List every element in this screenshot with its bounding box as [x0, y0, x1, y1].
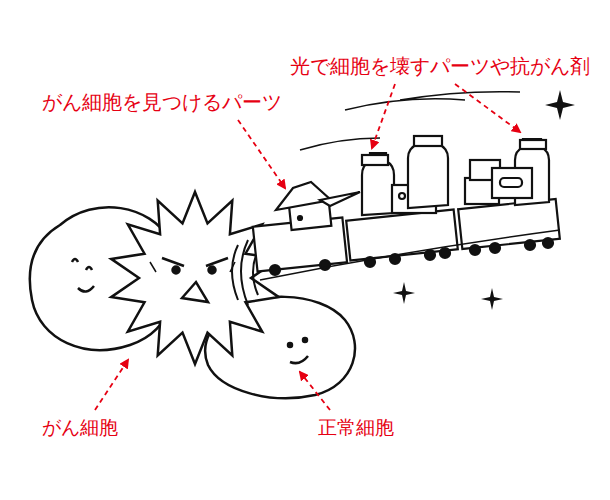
sparkles-part — [393, 282, 415, 304]
train-part-part — [346, 209, 458, 260]
train-part — [300, 92, 520, 150]
normal-cell-left-part — [72, 259, 78, 262]
part-label: 光で細胞を壊すパーツや抗がん剤 — [290, 54, 590, 78]
train-part-part — [458, 199, 560, 249]
train-part-part — [270, 265, 280, 275]
normal-cell-right-part — [288, 343, 292, 347]
cancer-cell-part — [111, 192, 279, 364]
cancer-cell-part — [182, 282, 208, 302]
cancer-cell-part — [173, 267, 180, 274]
train-part-part — [525, 240, 535, 250]
sparkles-part — [545, 90, 575, 120]
cancer-cell-part — [206, 258, 228, 266]
normal-cell-right-part — [303, 338, 307, 342]
cargo-part — [362, 153, 394, 215]
cell-label: 正常細胞 — [318, 416, 394, 439]
leader-arrows-part — [455, 84, 520, 132]
cargo-part — [414, 136, 442, 146]
train-part — [298, 216, 302, 220]
normal-cell-left-part — [86, 267, 92, 270]
cancer-cell-part — [162, 258, 184, 266]
leader-arrows-part — [372, 84, 395, 148]
train-part-part — [425, 250, 435, 260]
leader-arrows-part — [238, 120, 285, 188]
cancer-cell-part — [150, 262, 235, 272]
cargo-part — [408, 136, 448, 208]
cell-label: がん細胞 — [42, 416, 118, 439]
cargo-part — [362, 155, 388, 165]
normal-cell-left-part — [78, 286, 94, 292]
sparkles-part — [481, 288, 503, 310]
train-part — [260, 230, 560, 280]
train-part-part — [470, 245, 480, 255]
cargo — [362, 136, 549, 215]
cancer-cell-part — [209, 267, 216, 274]
cargo-part — [399, 193, 405, 199]
motion-lines-part — [241, 240, 248, 305]
leader-arrows — [95, 84, 520, 410]
leader-arrows-part — [95, 360, 128, 410]
sparkles — [393, 90, 575, 310]
cancer-cell — [111, 192, 279, 364]
cargo-part — [520, 140, 546, 149]
cargo-part — [492, 168, 532, 198]
train — [253, 92, 560, 280]
normal-cell-right-part — [290, 356, 308, 363]
motion-lines — [232, 240, 258, 305]
leader-arrows-part — [300, 372, 330, 410]
train-part — [320, 192, 360, 206]
train-part-part — [543, 238, 553, 248]
train-part-part — [490, 243, 500, 253]
part-label: がん細胞を見つけるパーツ — [42, 90, 282, 114]
train-part — [276, 182, 331, 210]
train-part-part — [440, 248, 450, 258]
cargo-part — [500, 178, 522, 187]
motion-lines-part — [232, 245, 238, 300]
